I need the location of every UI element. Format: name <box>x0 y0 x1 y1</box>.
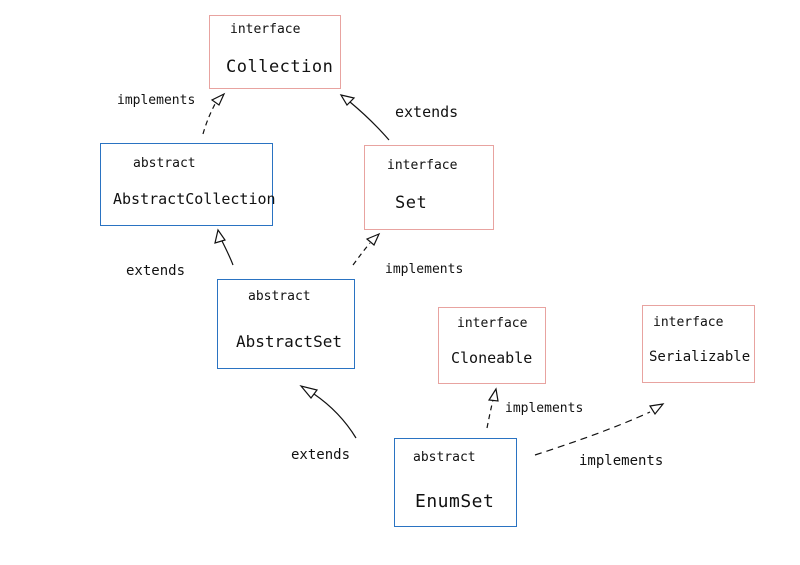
arrowhead-abstract-collection-from-abstract-set <box>214 228 226 244</box>
relation-label-enum-set-implements-cloneable: implements <box>505 401 584 416</box>
arrow-abstract-set-to-set <box>352 242 371 266</box>
class-box-collection: interface Collection <box>209 15 341 89</box>
relation-label-set-extends-collection: extends <box>395 103 459 121</box>
class-box-set: interface Set <box>364 145 494 230</box>
class-name: Cloneable <box>451 349 533 367</box>
stereotype-label: interface <box>653 315 724 330</box>
class-name: Set <box>395 193 428 213</box>
relation-label-enum-set-implements-serializable: implements <box>579 453 664 469</box>
arrow-enum-set-to-abstract-set <box>313 393 357 439</box>
arrow-abstract-set-to-abstract-collection <box>221 240 234 266</box>
relation-label-enum-set-extends-abstract-set: extends <box>291 447 351 463</box>
arrow-enum-set-to-serializable <box>534 411 651 456</box>
class-box-abstract-set: abstract AbstractSet <box>217 279 355 369</box>
class-box-cloneable: interface Cloneable <box>438 307 546 384</box>
class-name: AbstractSet <box>236 332 342 351</box>
arrow-abstract-collection-to-collection <box>202 103 216 135</box>
stereotype-label: abstract <box>413 450 476 465</box>
stereotype-label: interface <box>457 316 528 331</box>
class-box-abstract-collection: abstract AbstractCollection <box>100 143 276 226</box>
stereotype-label: abstract <box>133 156 196 171</box>
relation-label-abstract-set-implements-set: implements <box>385 262 464 277</box>
relation-label-abstract-collection-implements-collection: implements <box>117 93 196 108</box>
arrowhead-serializable-from-enum-set <box>649 403 665 416</box>
relation-label-abstract-set-extends-abstract-collection: extends <box>126 263 186 279</box>
class-name: Serializable <box>649 349 751 365</box>
arrowhead-set-from-abstract-set <box>365 232 381 246</box>
arrow-set-to-collection <box>349 101 390 141</box>
class-name: EnumSet <box>415 491 495 512</box>
arrowhead-cloneable-from-enum-set <box>487 387 499 402</box>
stereotype-label: abstract <box>248 289 311 304</box>
arrow-enum-set-to-cloneable <box>486 399 494 429</box>
arrowhead-abstract-set-from-enum-set <box>299 384 319 399</box>
stereotype-label: interface <box>387 158 458 173</box>
class-name: AbstractCollection <box>113 190 276 208</box>
class-box-serializable: interface Serializable <box>642 305 755 383</box>
class-name: Collection <box>226 57 334 77</box>
arrowhead-collection-from-abstract-collection <box>210 92 226 106</box>
arrowhead-collection-from-set <box>339 94 356 106</box>
class-box-enum-set: abstract EnumSet <box>394 438 517 527</box>
stereotype-label: interface <box>230 22 301 37</box>
